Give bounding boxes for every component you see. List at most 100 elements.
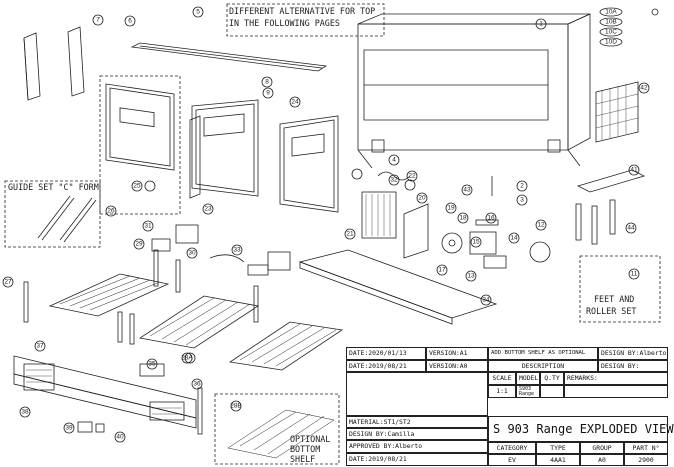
balloon-13: 13 [467, 273, 475, 280]
val-category: EV [488, 454, 536, 466]
date-bottom: DATE:2019/08/21 [346, 453, 488, 466]
bottom-plate [298, 249, 498, 319]
balloon-17: 17 [438, 267, 446, 274]
balloon-28B: 28B [230, 403, 242, 410]
note-top-line-1: DIFFERENT ALTERNATIVE FOR TOP [229, 6, 376, 16]
note-top-line-2: IN THE FOLLOWING PAGES [229, 18, 340, 28]
note-optional-1: OPTIONAL [290, 434, 331, 444]
rev0-version: VERSION:A0 [426, 360, 488, 372]
door-group-box [99, 75, 181, 215]
val-group: A0 [580, 454, 624, 466]
balloon-24: 24 [291, 99, 299, 106]
balloon-16: 16 [487, 215, 495, 222]
balloon-27: 27 [4, 279, 12, 286]
balloon-23: 23 [204, 206, 212, 213]
design-by-blank: DESIGN BY: [598, 360, 668, 372]
balloon-15: 15 [472, 239, 480, 246]
model-label: MODEL [516, 372, 540, 385]
remarks: REMARKS: [564, 372, 668, 385]
legs [575, 199, 616, 245]
balloon-2: 2 [520, 183, 524, 190]
balloon-33: 33 [233, 247, 241, 254]
balloon-44: 44 [627, 225, 635, 232]
balloon-42: 42 [640, 85, 648, 92]
shelf-uprights [23, 249, 259, 435]
remarks-value [564, 385, 668, 398]
side-rail [576, 169, 646, 193]
rev0-date: DATE:2019/08/21 [346, 360, 426, 372]
col-category: CATEGORY [488, 442, 536, 454]
design-by-top: DESIGN BY:Alberto [598, 347, 668, 360]
approved-by: APPROVED BY:Alberto [346, 440, 488, 453]
rev1-date: DATE:2020/01/13 [346, 347, 426, 360]
balloon-41: 41 [630, 167, 638, 174]
balloon-25: 25 [133, 183, 141, 190]
balloon-38: 38 [21, 409, 29, 416]
note-box-top [226, 3, 385, 37]
guide-rails [37, 195, 97, 243]
balloon-22: 22 [408, 173, 416, 180]
note-optional-2: BOTTOM [290, 444, 321, 454]
balloon-40: 40 [116, 434, 124, 441]
balloon-39: 39 [65, 425, 73, 432]
design-by-bottom: DESIGN BY:Camilla [346, 428, 488, 440]
val-part-no: 2900 [624, 454, 668, 466]
front-panel [13, 355, 197, 429]
balloon-28A: 28A [181, 355, 193, 362]
title-block: DATE:2020/01/13 VERSION:A1 ADD BOTTOM SH… [346, 347, 674, 466]
balloon-labels: 12345678910A10B10C10D1112131415161718192… [4, 9, 648, 441]
balloon-8: 8 [265, 79, 269, 86]
balloon-43: 43 [463, 187, 471, 194]
balloon-31: 31 [144, 223, 152, 230]
scale-label: SCALE [488, 372, 516, 385]
balloon-10B: 10B [605, 19, 617, 26]
balloon-18: 18 [459, 215, 467, 222]
drawing-title: S 903 Range EXPLODED VIEW [488, 416, 674, 442]
balloon-10A: 10A [605, 9, 617, 16]
balloon-6: 6 [128, 18, 132, 25]
doors [105, 83, 339, 213]
balloon-35: 35 [148, 361, 156, 368]
col-part-no: PART N° [624, 442, 668, 454]
val-type: 4AA1 [536, 454, 580, 466]
balloon-5: 5 [196, 9, 200, 16]
col-type: TYPE [536, 442, 580, 454]
balloon-10D: 10D [605, 39, 617, 46]
rev1-description: ADD BOTTOM SHELF AS OPTIONAL [488, 347, 598, 360]
condenser-group [77, 8, 659, 433]
wire-shelves [48, 273, 344, 459]
rev0-description: DESCRIPTION [488, 360, 598, 372]
rear-grille [595, 81, 639, 143]
note-feet-2: ROLLER SET [586, 306, 637, 316]
scale-value: 1:1 [488, 385, 516, 398]
note-optional-3: SHELF [290, 454, 316, 464]
balloon-12: 12 [537, 222, 545, 229]
model-value: S903 Range [516, 385, 540, 398]
balloon-4: 4 [392, 157, 396, 164]
optional-shelf-box [214, 393, 340, 465]
balloon-32: 32 [390, 177, 398, 184]
top-rail [130, 42, 328, 72]
balloon-1: 1 [539, 21, 543, 28]
balloon-20: 20 [418, 195, 426, 202]
balloon-19: 19 [447, 205, 455, 212]
balloon-26: 26 [107, 208, 115, 215]
blank-area [346, 372, 488, 416]
balloon-37: 37 [36, 343, 44, 350]
qty-label: Q.TY [540, 372, 564, 385]
balloon-7: 7 [96, 17, 100, 24]
balloon-3: 3 [520, 197, 524, 204]
balloon-11: 11 [631, 271, 638, 278]
note-guide-set: GUIDE SET "C" FORM [8, 182, 99, 192]
balloon-circles [2, 6, 650, 443]
balloon-9: 9 [266, 90, 270, 97]
col-group: GROUP [580, 442, 624, 454]
balloon-21: 21 [346, 231, 354, 238]
rev1-version: VERSION:A1 [426, 347, 488, 360]
balloon-30: 30 [188, 250, 196, 257]
balloon-10C: 10C [605, 29, 617, 36]
balloon-ovals-10 [599, 7, 623, 47]
balloon-29: 29 [135, 241, 143, 248]
note-feet-1: FEET AND [594, 294, 635, 304]
